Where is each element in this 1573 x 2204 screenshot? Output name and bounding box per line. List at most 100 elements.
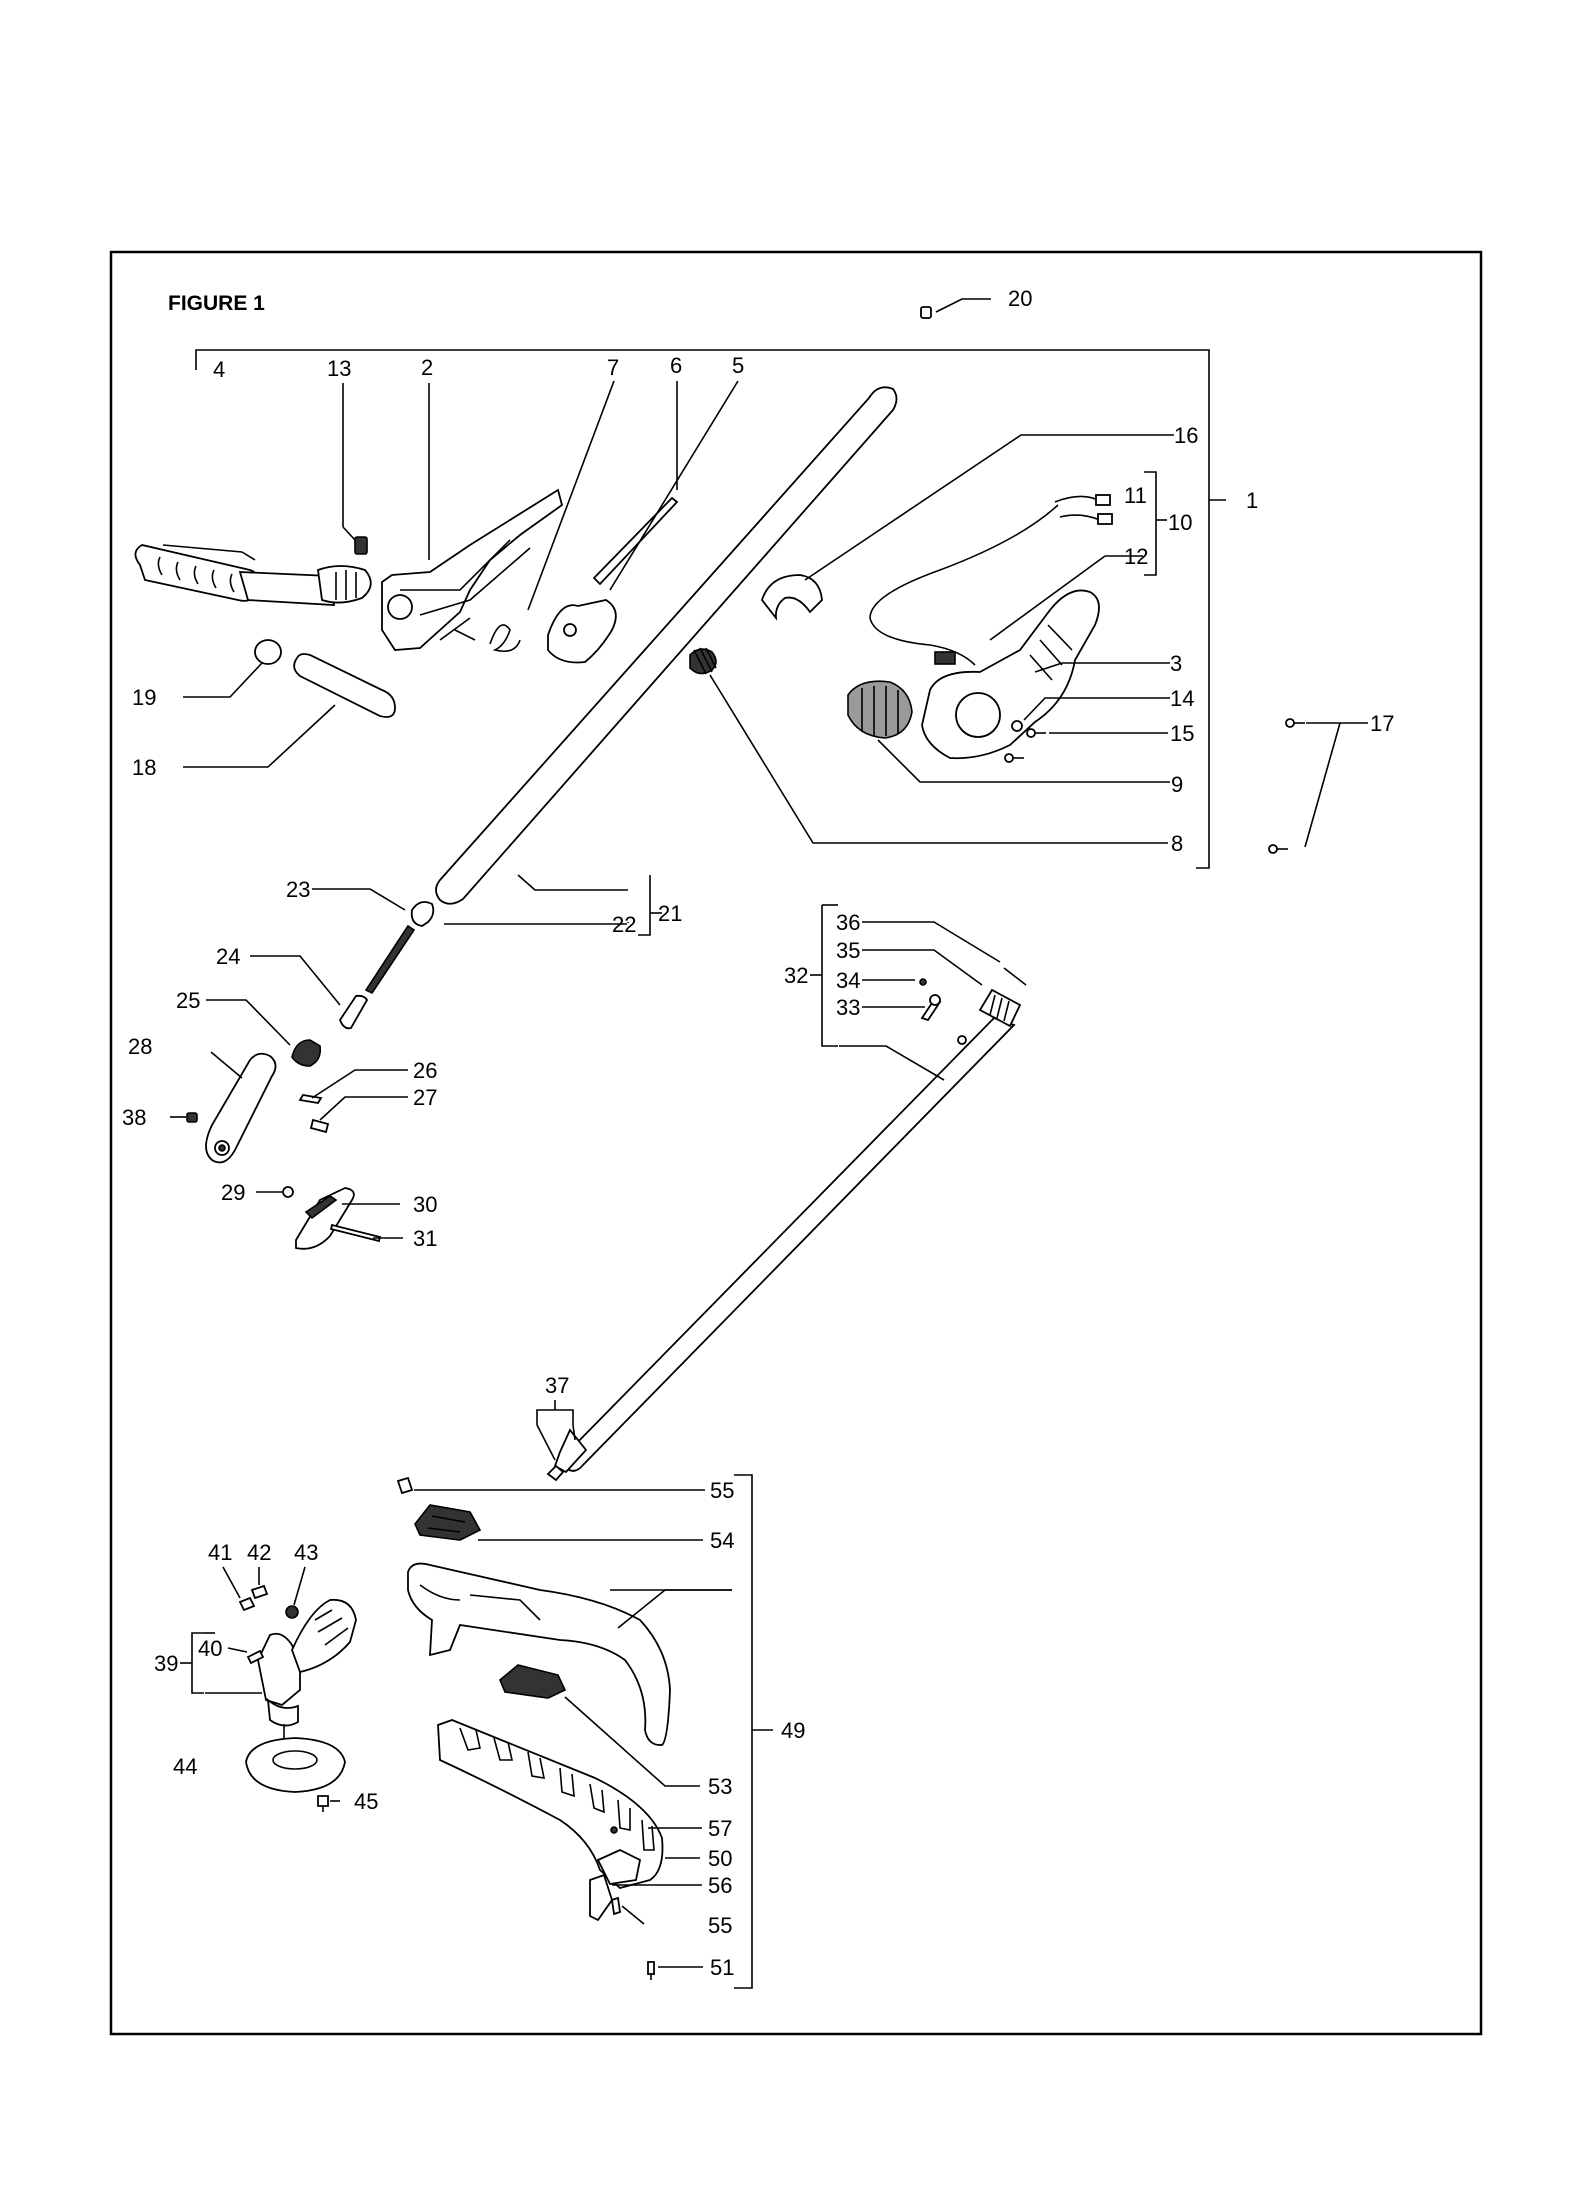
callout-20: 20 [1008, 286, 1032, 311]
callout-1: 1 [1246, 488, 1258, 513]
callout-33: 33 [836, 995, 860, 1020]
part-55-screw-top [396, 1476, 705, 1495]
callout-13: 13 [327, 356, 351, 381]
callout-8: 8 [1171, 831, 1183, 856]
part-30-blade [295, 1187, 400, 1250]
callout-15: 15 [1170, 721, 1194, 746]
part-6-rod [592, 381, 679, 586]
part-55-screw-bottom [611, 1896, 645, 1925]
callout-3: 3 [1170, 651, 1182, 676]
part-7-spring [489, 380, 615, 653]
callout-55-bottom: 55 [708, 1913, 732, 1938]
callout-50: 50 [708, 1846, 732, 1871]
group-1-bracket [195, 349, 1226, 869]
part-2-bracket [381, 383, 564, 651]
callout-29: 29 [221, 1180, 245, 1205]
callout-11: 11 [1124, 483, 1147, 508]
part-38-nut [170, 1112, 198, 1123]
part-44-cup [245, 1737, 346, 1793]
callout-26: 26 [413, 1058, 437, 1083]
callout-32: 32 [784, 963, 808, 988]
callout-25: 25 [176, 988, 200, 1013]
callout-53: 53 [708, 1774, 732, 1799]
callout-39: 39 [154, 1651, 178, 1676]
part-8-spring [689, 647, 1168, 844]
part-34-ball [862, 978, 927, 986]
part-28-housing [205, 1051, 277, 1164]
callout-6: 6 [670, 353, 682, 378]
part-16-clip [760, 434, 1174, 621]
part-18-grip [183, 653, 396, 768]
part-33-bolt [862, 994, 942, 1022]
group-49-bracket [734, 1474, 773, 1989]
part-54-plate [414, 1504, 703, 1541]
part-26-screw [298, 1069, 408, 1104]
callout-labels: 1 2 3 4 5 6 7 8 9 10 11 12 13 14 15 16 1… [122, 286, 1394, 1980]
part-39-gear-head [180, 1598, 357, 1740]
callout-21: 21 [658, 901, 682, 926]
part-50-cutter-guard [437, 1719, 700, 1889]
callout-43: 43 [294, 1540, 318, 1565]
callout-42: 42 [247, 1540, 271, 1565]
callout-51: 51 [710, 1955, 734, 1980]
callout-30: 30 [413, 1192, 437, 1217]
part-31-pin [329, 1223, 403, 1243]
callout-45: 45 [354, 1789, 378, 1814]
part-9-filter [847, 680, 1170, 783]
callout-56: 56 [708, 1873, 732, 1898]
part-24-coupling [250, 955, 369, 1030]
part-23-drive-cable [312, 888, 435, 995]
callout-5: 5 [732, 353, 744, 378]
part-32-lower-shaft [562, 904, 1022, 1472]
part-22-upper-shaft [435, 386, 898, 936]
callout-28: 28 [128, 1034, 152, 1059]
part-53-plate [499, 1664, 700, 1787]
part-42-screw [250, 1567, 269, 1600]
callout-16: 16 [1174, 423, 1198, 448]
part-41-screw [222, 1566, 256, 1612]
part-10-wiring [869, 471, 1167, 666]
callout-24: 24 [216, 944, 240, 969]
callout-22: 22 [612, 912, 636, 937]
part-14-washer [1011, 697, 1170, 732]
part-49-guard [407, 1562, 732, 1746]
part-4-handle-bar [134, 544, 372, 606]
callout-37: 37 [545, 1373, 569, 1398]
part-13-clip [342, 383, 368, 555]
part-43-washer [285, 1566, 306, 1619]
callout-31: 31 [413, 1226, 437, 1251]
part-19-ring [183, 639, 282, 698]
callout-34: 34 [836, 968, 860, 993]
callout-2: 2 [421, 355, 433, 380]
callout-27: 27 [413, 1085, 437, 1110]
callout-44: 44 [173, 1754, 197, 1779]
callout-38: 38 [122, 1105, 146, 1130]
part-56-blade [589, 1873, 702, 1922]
figure-frame [109, 250, 1483, 2036]
part-20-nut [920, 298, 991, 319]
callout-54: 54 [710, 1528, 734, 1553]
callout-49: 49 [781, 1718, 805, 1743]
part-57-dot [610, 1826, 702, 1834]
callout-23: 23 [286, 877, 310, 902]
part-27-screw [309, 1096, 408, 1134]
callout-40: 40 [198, 1636, 222, 1661]
part-40-screw [227, 1647, 265, 1665]
part-45-bolt [317, 1795, 340, 1812]
callout-19: 19 [132, 685, 156, 710]
part-51-screw [647, 1961, 703, 1980]
callout-7: 7 [607, 355, 619, 380]
part-37-connector [536, 1400, 588, 1482]
callout-35: 35 [836, 938, 860, 963]
part-25-coupling [206, 999, 322, 1067]
part-29-ring [256, 1186, 294, 1198]
part-35-clip [862, 949, 983, 986]
part-36-wire [862, 921, 1027, 986]
callout-17: 17 [1370, 711, 1394, 736]
callout-12: 12 [1124, 544, 1148, 569]
part-5-lever [547, 380, 739, 664]
part-15-screw [1004, 728, 1168, 763]
callout-10: 10 [1168, 510, 1192, 535]
callout-41: 41 [208, 1540, 232, 1565]
